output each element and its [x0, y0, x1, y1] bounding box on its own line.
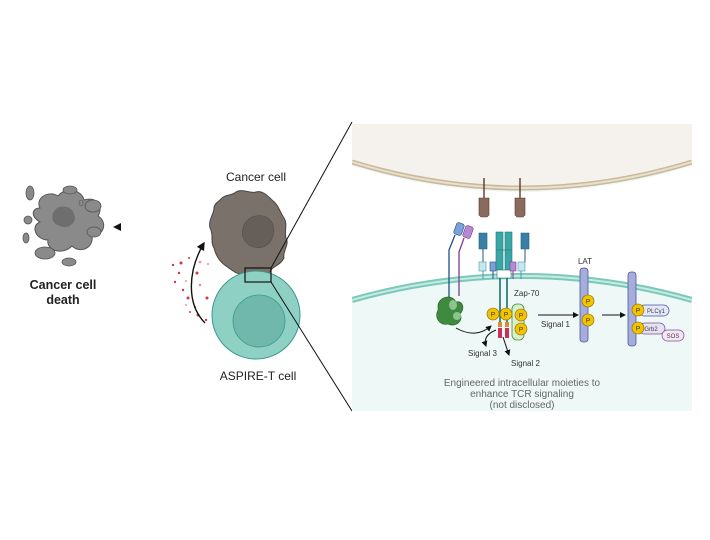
- svg-text:P: P: [491, 312, 495, 319]
- death-label-line1: Cancer cell: [30, 278, 97, 292]
- caption-line3: (not disclosed): [489, 400, 554, 411]
- complex-phospho-icon: [631, 303, 645, 335]
- svg-text:P: P: [636, 308, 640, 315]
- tcell-label: ASPIRE-T cell: [220, 369, 296, 383]
- lat-phospho-icon: [581, 294, 595, 327]
- zoom-line-bottom: [270, 281, 353, 412]
- synapse-zoom-box: [244, 267, 272, 283]
- lck-kinase-icon: [436, 296, 464, 326]
- secretion-arrow: [190, 241, 206, 324]
- signal2-arrow: [502, 336, 511, 356]
- phospho-labels: P P P P: [491, 312, 523, 334]
- zap70-label: Zap-70: [514, 289, 540, 298]
- svg-text:P: P: [586, 318, 590, 325]
- lat-label: LAT: [578, 257, 592, 266]
- grb2-label: Grb2: [644, 327, 658, 333]
- plcy1-label: PLCγ1: [647, 309, 666, 315]
- sos-label: SOS: [667, 334, 680, 340]
- cancer-cell-icon: [209, 190, 288, 275]
- lck-arrow: [455, 325, 492, 334]
- signal2-label: Signal 2: [511, 359, 540, 368]
- caption-line1: Engineered intracellular moieties to: [444, 378, 601, 389]
- cytokine-dots: [171, 257, 209, 322]
- signal3-label: Signal 3: [468, 349, 497, 358]
- mhc-molecules-icon: [478, 178, 526, 218]
- svg-text:P: P: [519, 313, 523, 320]
- death-arrowhead-icon: [113, 223, 121, 231]
- tcr-complex-icon: [478, 231, 530, 338]
- aspire-t-cell-icon: [211, 270, 301, 360]
- cancer-cell-label: Cancer cell: [226, 170, 286, 184]
- sos-icon: [661, 329, 685, 342]
- death-label-line2: death: [46, 293, 79, 307]
- svg-text:P: P: [504, 312, 508, 319]
- caption-line2: enhance TCR signaling: [470, 389, 574, 400]
- dead-cancer-cell-icon: [22, 185, 105, 267]
- signal3-arrow: [481, 329, 497, 347]
- svg-text:P: P: [519, 327, 523, 334]
- svg-text:P: P: [636, 326, 640, 333]
- caption: Engineered intracellular moieties to enh…: [444, 378, 601, 411]
- coreceptor-icon: [448, 222, 474, 300]
- phospho-group-icon: [486, 307, 528, 336]
- svg-text:P: P: [586, 299, 590, 306]
- signal1-label: Signal 1: [541, 320, 570, 329]
- cancer-cytoplasm: [352, 124, 692, 188]
- zoom-line-top: [270, 121, 353, 269]
